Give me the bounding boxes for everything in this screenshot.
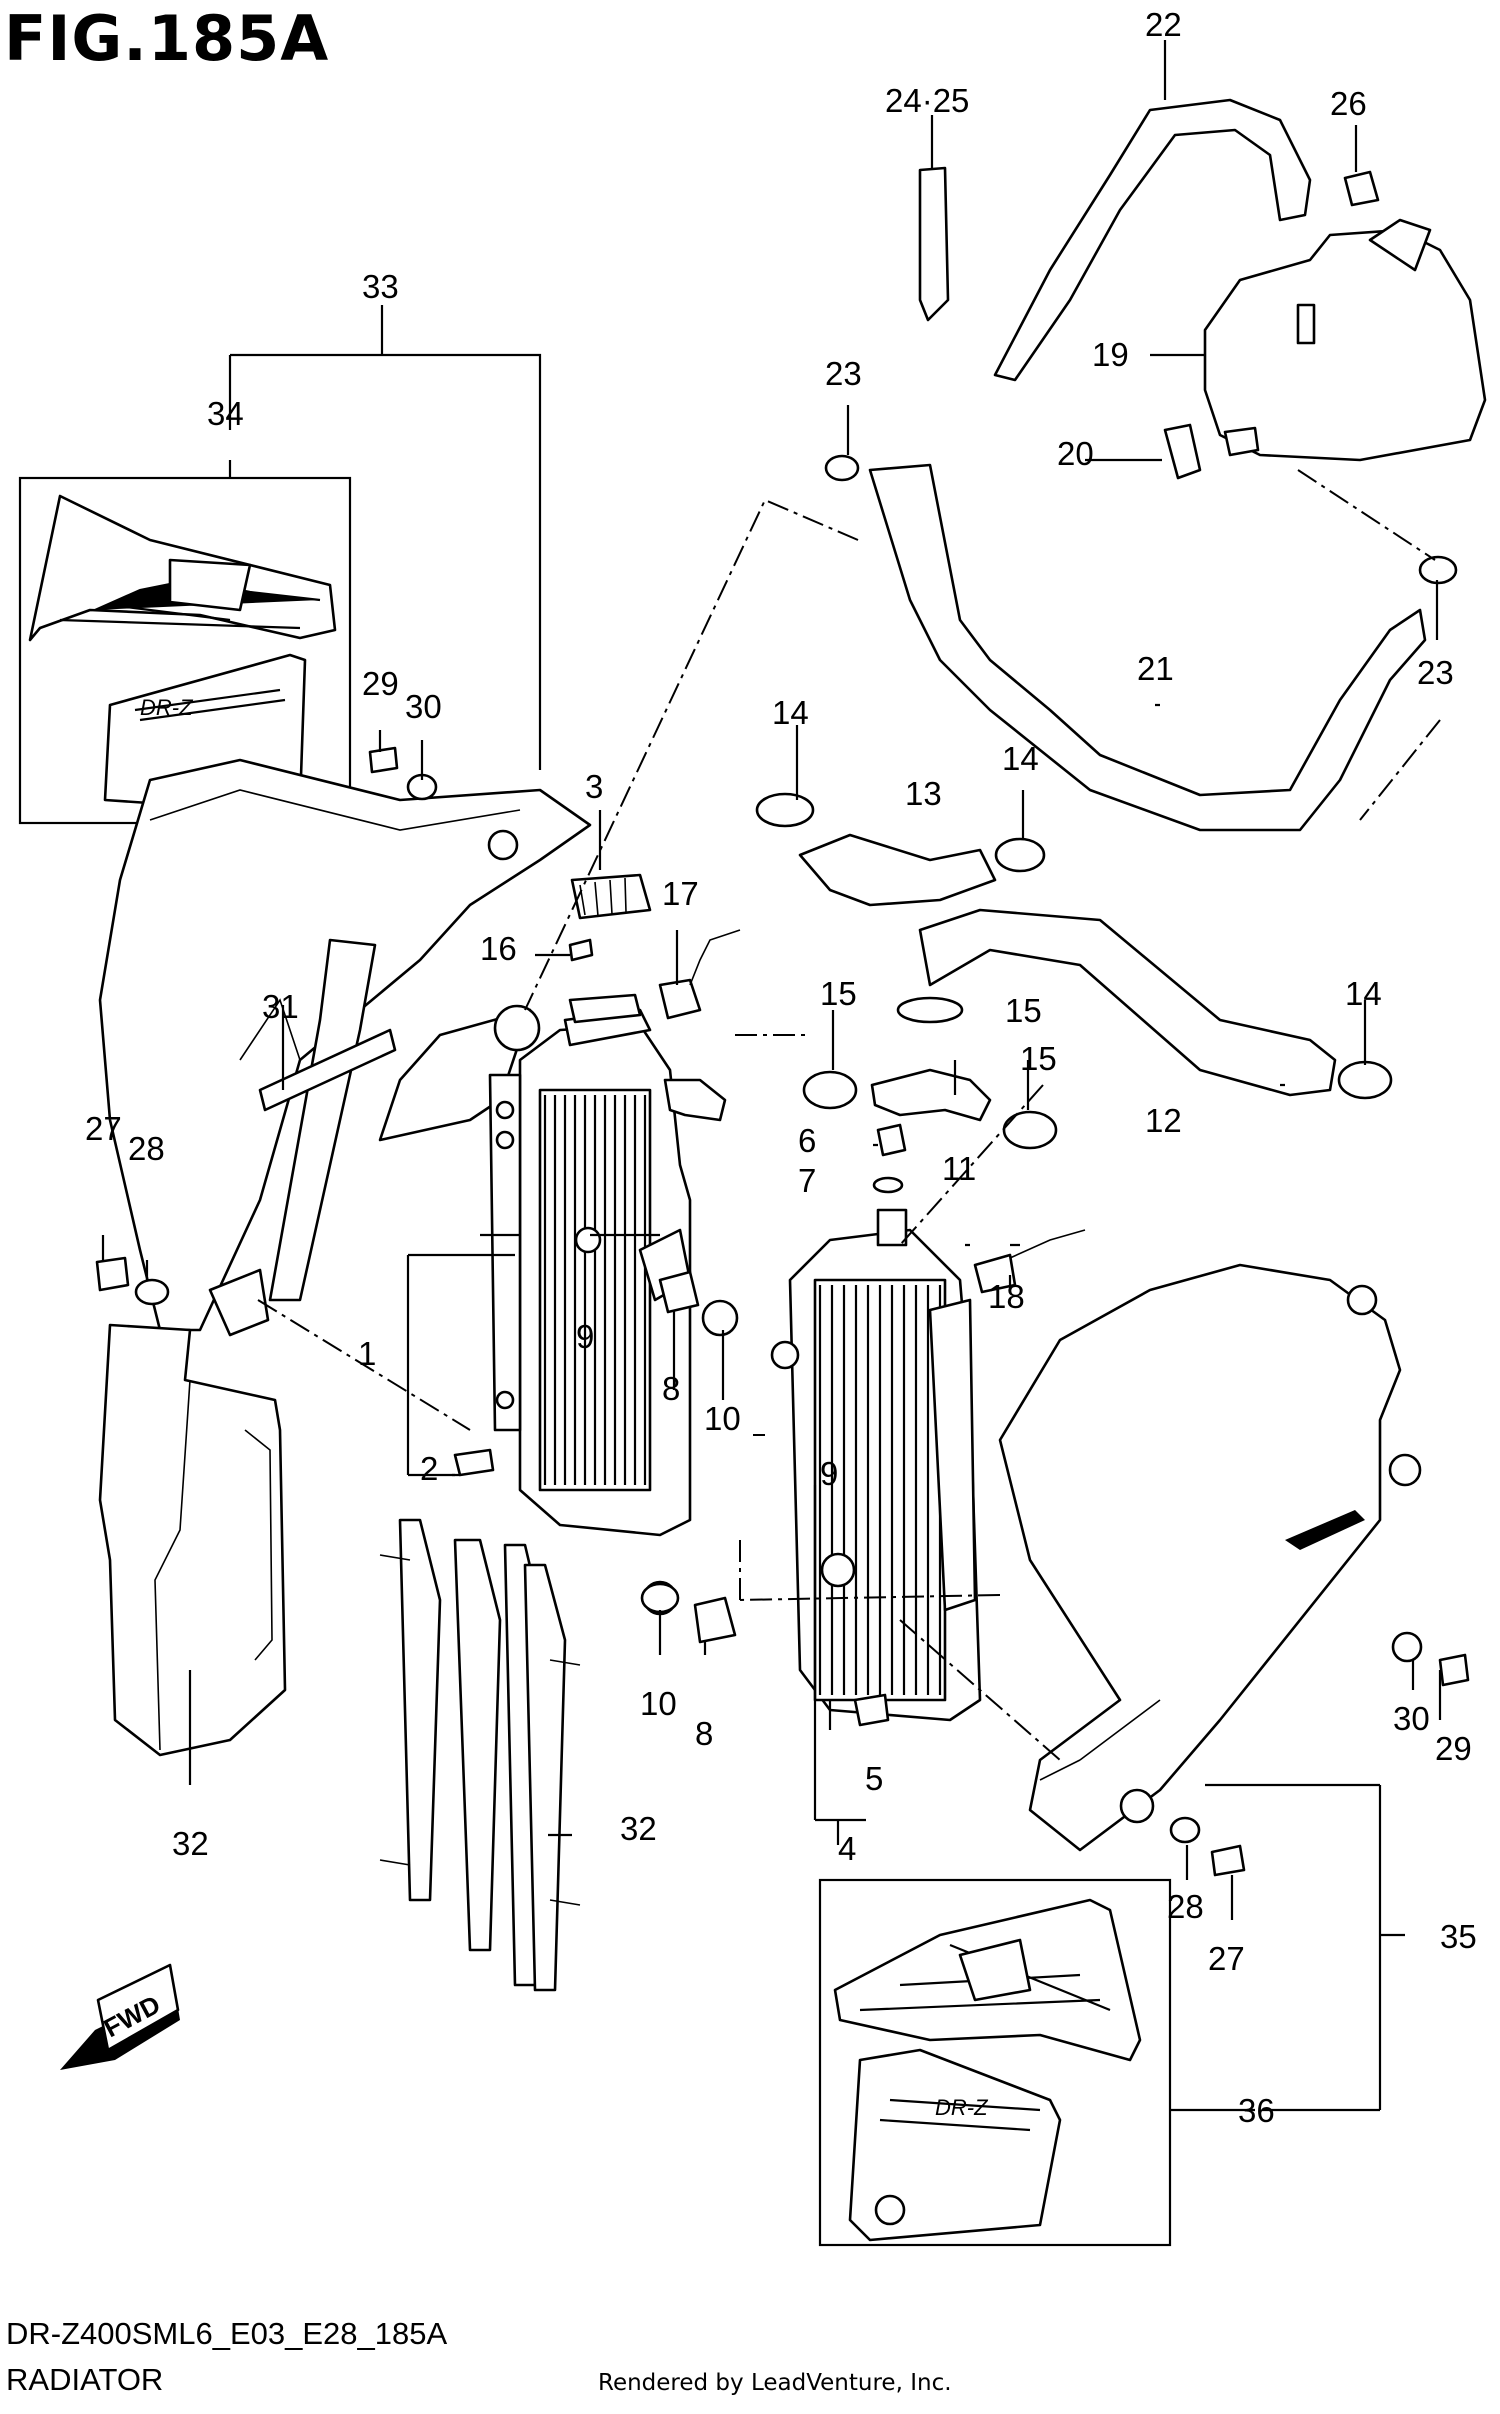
- decal-kit-left: DR-Z: [18, 476, 352, 825]
- fwd-arrow: FWD: [60, 1963, 180, 2070]
- left-radiator: [488, 1008, 727, 1537]
- right-radiator: [770, 1208, 982, 1727]
- leader-lines: [101, 40, 1442, 2112]
- callout-11: 11: [942, 1150, 976, 1187]
- callout-10a: 10: [704, 1400, 741, 1437]
- callout-10b: 10: [640, 1685, 677, 1722]
- temp-sensor-18: [973, 1229, 1086, 1294]
- callout-33: 33: [362, 268, 399, 305]
- foam-strip: [258, 1028, 397, 1112]
- radiator-cap: [568, 873, 652, 1024]
- callout-24-25: 24·25: [885, 82, 969, 119]
- callout-21: 21: [1137, 650, 1174, 687]
- tank-bracket: [918, 166, 950, 322]
- callout-9b: 9: [820, 1455, 838, 1492]
- callout-23a: 23: [825, 355, 862, 392]
- figure-title: FIG.185A: [4, 2, 330, 75]
- callout-27b: 27: [1208, 1940, 1245, 1977]
- callout-15a: 15: [820, 975, 857, 1012]
- callout-28b: 28: [1167, 1888, 1204, 1925]
- callout-labels: 22 24·25 26 33 19 23 34 20 23 21 29 30 1…: [85, 6, 1477, 2129]
- callout-8b: 8: [695, 1715, 713, 1752]
- callout-5: 5: [865, 1760, 883, 1797]
- callout-32a: 32: [172, 1825, 209, 1862]
- tank-cushion: [1163, 423, 1202, 480]
- callout-26: 26: [1330, 85, 1367, 122]
- left-radiator-mounts: [453, 1226, 739, 1644]
- callout-22: 22: [1145, 6, 1182, 43]
- radiator-guard-left: [98, 1323, 287, 1757]
- hose-clamps: [755, 454, 1458, 1150]
- callout-4: 4: [838, 1830, 856, 1867]
- left-shroud: [98, 758, 592, 1337]
- callout-3: 3: [585, 768, 603, 805]
- callout-34: 34: [207, 395, 244, 432]
- callout-32b: 32: [620, 1810, 657, 1847]
- callout-31: 31: [262, 988, 299, 1025]
- callout-19: 19: [1092, 336, 1129, 373]
- callout-9a: 9: [576, 1318, 594, 1355]
- radiator-louvre: [379, 1518, 581, 1992]
- decal-text-right: DR-Z: [935, 2095, 989, 2120]
- callout-30b: 30: [1393, 1700, 1430, 1737]
- callout-23b: 23: [1417, 654, 1454, 691]
- callout-35: 35: [1440, 1918, 1477, 1955]
- callout-8a: 8: [662, 1370, 680, 1407]
- callout-12: 12: [1145, 1102, 1182, 1139]
- callout-16: 16: [480, 930, 517, 967]
- cap-screw: [568, 938, 594, 962]
- callout-15b: 15: [1005, 992, 1042, 1029]
- callout-17: 17: [662, 875, 699, 912]
- callout-20: 20: [1057, 435, 1094, 472]
- callout-15c: 15: [1020, 1040, 1057, 1077]
- callout-29b: 29: [1435, 1730, 1472, 1767]
- callout-7: 7: [798, 1162, 816, 1199]
- right-shroud: [998, 1263, 1422, 1852]
- callout-2: 2: [420, 1450, 438, 1487]
- hoses: [798, 98, 1427, 1122]
- tank-bolt: [1343, 170, 1380, 207]
- callout-1: 1: [358, 1335, 376, 1372]
- section-name: RADIATOR: [6, 2362, 164, 2397]
- callout-14c: 14: [1345, 975, 1382, 1012]
- callout-14b: 14: [1002, 740, 1039, 777]
- decal-kit-right: DR-Z: [818, 1878, 1172, 2247]
- model-code: DR-Z400SML6_E03_E28_185A: [6, 2316, 448, 2351]
- bolts-washers: [95, 746, 1470, 1877]
- callout-27a: 27: [85, 1110, 122, 1147]
- callout-28a: 28: [128, 1130, 165, 1167]
- callout-13: 13: [905, 775, 942, 812]
- lower-grommets: [640, 1582, 680, 1614]
- decal-text-left: DR-Z: [140, 695, 194, 720]
- callout-36: 36: [1238, 2092, 1275, 2129]
- callout-14a: 14: [772, 694, 809, 731]
- callout-18: 18: [988, 1278, 1025, 1315]
- callout-6: 6: [798, 1122, 816, 1159]
- callout-30a: 30: [405, 688, 442, 725]
- rendered-by-credit: Rendered by LeadVenture, Inc.: [598, 2370, 952, 2396]
- bolt-washer-6-7: [872, 1123, 907, 1194]
- callout-29a: 29: [362, 665, 399, 702]
- reservoir-tank: [1203, 218, 1487, 462]
- temp-sensor-17: [658, 929, 741, 1020]
